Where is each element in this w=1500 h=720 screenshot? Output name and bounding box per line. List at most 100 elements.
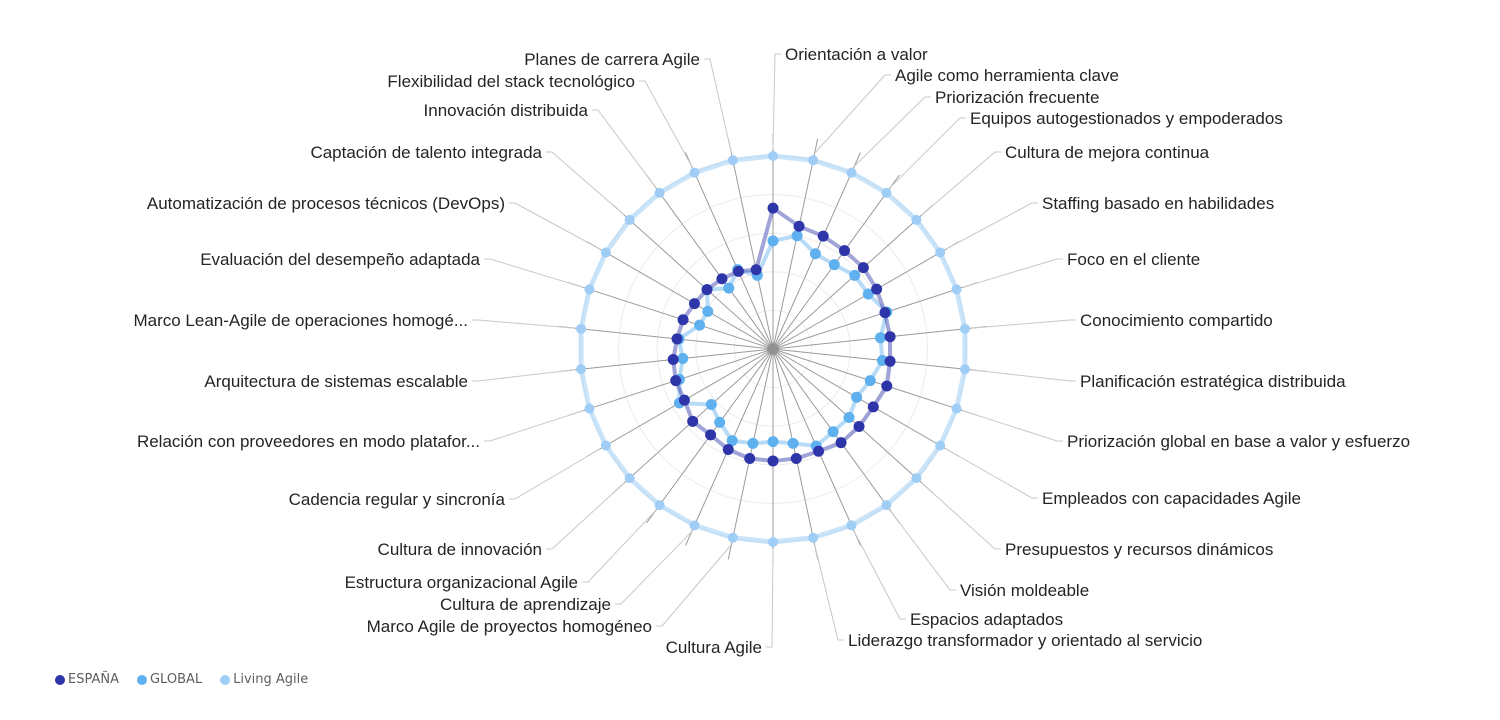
- data-point[interactable]: [694, 319, 706, 331]
- data-point[interactable]: [838, 245, 850, 257]
- data-point[interactable]: [768, 537, 778, 547]
- leader-line: [853, 96, 931, 167]
- data-point[interactable]: [835, 437, 847, 449]
- data-point[interactable]: [670, 375, 682, 387]
- data-point[interactable]: [702, 305, 714, 317]
- data-point[interactable]: [951, 284, 962, 295]
- data-point[interactable]: [667, 353, 679, 365]
- data-point[interactable]: [857, 262, 869, 274]
- axis-label: Captación de talento integrada: [310, 143, 542, 162]
- data-point[interactable]: [935, 440, 946, 451]
- data-point[interactable]: [864, 375, 876, 387]
- leader-line: [963, 258, 1063, 288]
- data-point[interactable]: [851, 391, 863, 403]
- legend-label: GLOBAL: [149, 672, 203, 687]
- data-point[interactable]: [678, 394, 690, 406]
- data-point[interactable]: [791, 230, 803, 242]
- data-point[interactable]: [849, 269, 861, 281]
- data-point[interactable]: [584, 403, 595, 414]
- data-point[interactable]: [688, 298, 700, 310]
- data-point[interactable]: [867, 401, 879, 413]
- axis-label: Evaluación del desempeño adaptada: [200, 250, 480, 269]
- data-point[interactable]: [871, 283, 883, 295]
- data-point[interactable]: [951, 403, 962, 414]
- data-point[interactable]: [705, 429, 717, 441]
- data-point[interactable]: [959, 364, 970, 375]
- data-point[interactable]: [600, 440, 611, 451]
- axis-label: Planificación estratégica distribuida: [1080, 372, 1346, 391]
- data-point[interactable]: [701, 284, 713, 296]
- data-point[interactable]: [689, 167, 700, 178]
- leader-line: [945, 202, 1038, 250]
- data-point[interactable]: [808, 155, 819, 166]
- data-point[interactable]: [959, 323, 970, 334]
- data-point[interactable]: [809, 248, 821, 260]
- axis-label: Liderazgo transformador y orientado al s…: [848, 631, 1202, 650]
- data-point[interactable]: [677, 314, 689, 326]
- data-point[interactable]: [726, 435, 738, 447]
- data-point[interactable]: [884, 331, 896, 343]
- data-point[interactable]: [790, 452, 802, 464]
- data-point[interactable]: [654, 187, 665, 198]
- data-point[interactable]: [793, 220, 805, 232]
- data-point[interactable]: [827, 426, 839, 438]
- data-point[interactable]: [723, 282, 735, 294]
- data-point[interactable]: [624, 473, 635, 484]
- data-point[interactable]: [843, 411, 855, 423]
- data-point[interactable]: [671, 333, 683, 345]
- data-point[interactable]: [808, 532, 819, 543]
- legend-item-espana[interactable]: ESPAÑA: [55, 672, 119, 687]
- data-point[interactable]: [714, 416, 726, 428]
- data-point[interactable]: [853, 420, 865, 432]
- leader-line: [890, 117, 966, 188]
- data-point[interactable]: [767, 436, 779, 448]
- data-point[interactable]: [862, 288, 874, 300]
- data-point[interactable]: [881, 500, 892, 511]
- data-point[interactable]: [584, 284, 595, 295]
- leader-line: [853, 531, 906, 620]
- data-point[interactable]: [911, 473, 922, 484]
- leader-line: [704, 58, 732, 154]
- data-point[interactable]: [884, 355, 896, 367]
- data-point[interactable]: [817, 230, 829, 242]
- data-point[interactable]: [846, 167, 857, 178]
- legend-item-living-agile[interactable]: Living Agile: [220, 672, 308, 687]
- axis-spoke: [772, 348, 960, 457]
- data-point[interactable]: [767, 455, 779, 467]
- legend-item-global[interactable]: GLOBAL: [136, 672, 203, 687]
- data-point[interactable]: [879, 307, 891, 319]
- data-point[interactable]: [576, 364, 587, 375]
- data-point[interactable]: [768, 151, 778, 161]
- data-point[interactable]: [828, 259, 840, 271]
- data-point[interactable]: [687, 415, 699, 427]
- data-point[interactable]: [677, 352, 689, 364]
- axis-label: Flexibilidad del stack tecnológico: [387, 72, 635, 91]
- data-point[interactable]: [654, 500, 665, 511]
- data-point[interactable]: [787, 437, 799, 449]
- data-point[interactable]: [722, 443, 734, 455]
- data-point[interactable]: [624, 214, 635, 225]
- data-point[interactable]: [881, 380, 893, 392]
- data-point[interactable]: [881, 187, 892, 198]
- data-point[interactable]: [689, 520, 700, 531]
- data-point[interactable]: [935, 247, 946, 258]
- data-point[interactable]: [727, 532, 738, 543]
- data-point[interactable]: [750, 264, 762, 276]
- data-point[interactable]: [874, 332, 886, 344]
- leader-line: [639, 80, 693, 167]
- data-point[interactable]: [767, 235, 779, 247]
- data-point[interactable]: [716, 273, 728, 285]
- data-point[interactable]: [576, 323, 587, 334]
- data-point[interactable]: [600, 247, 611, 258]
- leader-line: [546, 151, 625, 216]
- data-point[interactable]: [744, 452, 756, 464]
- data-point[interactable]: [747, 437, 759, 449]
- data-point[interactable]: [846, 520, 857, 531]
- data-point[interactable]: [732, 265, 744, 277]
- data-point[interactable]: [705, 399, 717, 411]
- data-point[interactable]: [727, 155, 738, 166]
- data-point[interactable]: [767, 202, 779, 214]
- data-point[interactable]: [813, 445, 825, 457]
- data-point[interactable]: [911, 214, 922, 225]
